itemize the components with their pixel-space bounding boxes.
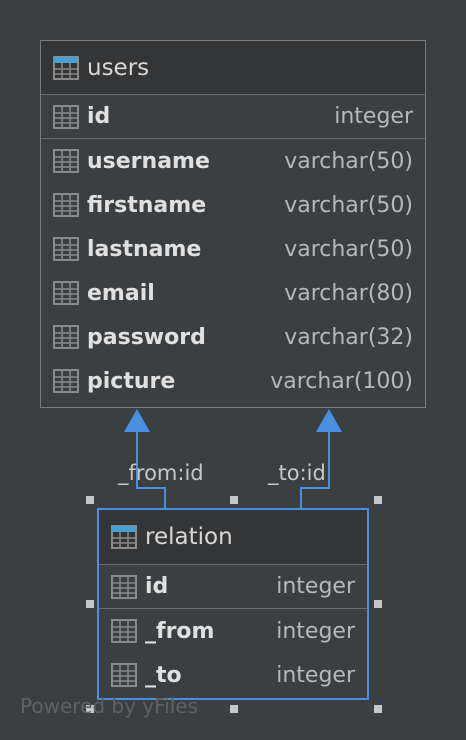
resize-handle-se[interactable] — [374, 705, 382, 713]
column-name: lastname — [87, 236, 202, 262]
resize-handle-n[interactable] — [230, 496, 238, 504]
users-table-header[interactable]: users — [41, 41, 425, 95]
resize-handle-e[interactable] — [374, 600, 382, 608]
column-name: _from — [145, 618, 215, 644]
column-icon — [111, 663, 137, 687]
column-row-lastname[interactable]: lastname varchar(50) — [41, 227, 425, 271]
edge-to[interactable] — [300, 430, 330, 509]
column-type: varchar(50) — [284, 148, 413, 174]
column-row-id[interactable]: id integer — [41, 95, 425, 139]
column-row-email[interactable]: email varchar(80) — [41, 271, 425, 315]
resize-handle-nw[interactable] — [86, 496, 94, 504]
column-row-firstname[interactable]: firstname varchar(50) — [41, 183, 425, 227]
column-row-to[interactable]: _to integer — [99, 653, 367, 697]
column-icon — [53, 104, 79, 129]
column-icon — [111, 619, 137, 643]
relation-table-title: relation — [145, 524, 233, 550]
column-icon — [53, 149, 79, 173]
column-row-from[interactable]: _from integer — [99, 609, 367, 653]
edge-from-arrow — [124, 409, 150, 432]
resize-handle-sw[interactable] — [86, 705, 94, 713]
column-name: picture — [87, 368, 176, 394]
column-row-picture[interactable]: picture varchar(100) — [41, 359, 425, 403]
column-row-username[interactable]: username varchar(50) — [41, 139, 425, 183]
relation-table[interactable]: relation id integer _from integer _to in… — [97, 508, 369, 700]
column-type: varchar(32) — [284, 324, 413, 350]
column-type: integer — [276, 662, 355, 688]
column-type: integer — [276, 574, 355, 599]
column-name: firstname — [87, 192, 207, 218]
resize-handle-ne[interactable] — [374, 496, 382, 504]
column-name: email — [87, 280, 155, 306]
edge-from[interactable] — [136, 430, 166, 509]
edge-to-label: _to:id — [268, 461, 326, 485]
column-name: username — [87, 148, 210, 174]
relation-table-header[interactable]: relation — [99, 510, 367, 565]
column-type: varchar(50) — [284, 192, 413, 218]
table-icon — [111, 525, 137, 549]
column-type: varchar(50) — [284, 236, 413, 262]
users-table[interactable]: users id integer username varchar(50) fi… — [40, 40, 426, 408]
edge-from-label: _from:id — [118, 461, 204, 485]
column-icon — [53, 281, 79, 305]
watermark: Powered by yFiles — [20, 694, 198, 718]
column-icon — [53, 193, 79, 217]
table-icon — [53, 55, 79, 80]
column-icon — [111, 574, 137, 599]
column-name: password — [87, 324, 206, 350]
column-name: _to — [145, 662, 182, 688]
resize-handle-w[interactable] — [86, 600, 94, 608]
column-name: id — [145, 574, 169, 599]
column-icon — [53, 369, 79, 393]
column-icon — [53, 237, 79, 261]
users-table-title: users — [87, 54, 150, 81]
column-row-id[interactable]: id integer — [99, 565, 367, 609]
column-name: id — [87, 104, 111, 129]
column-row-password[interactable]: password varchar(32) — [41, 315, 425, 359]
column-type: integer — [334, 104, 413, 129]
column-icon — [53, 325, 79, 349]
column-type: varchar(80) — [284, 280, 413, 306]
column-type: varchar(100) — [270, 368, 413, 394]
edge-to-arrow — [316, 409, 342, 432]
column-type: integer — [276, 618, 355, 644]
resize-handle-s[interactable] — [230, 705, 238, 713]
